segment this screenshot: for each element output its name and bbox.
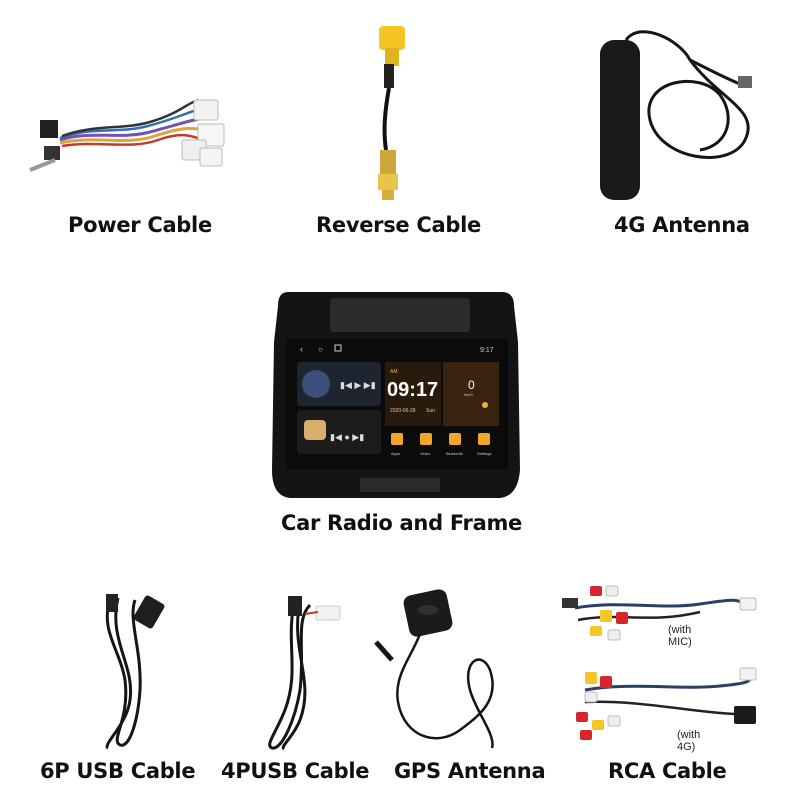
rca-cable-label: RCA Cable bbox=[608, 759, 727, 783]
svg-text:○: ○ bbox=[318, 345, 323, 354]
reverse-cable-label: Reverse Cable bbox=[316, 213, 481, 237]
rca-note-4g: (with 4G) bbox=[677, 729, 701, 753]
car-radio-label: Car Radio and Frame bbox=[281, 511, 522, 535]
svg-text:▮◀ ● ▶▮: ▮◀ ● ▶▮ bbox=[330, 432, 364, 442]
am-label: AM bbox=[390, 369, 398, 375]
clock-day: Sun bbox=[426, 408, 435, 414]
speed-unit: km/h bbox=[464, 392, 473, 397]
power-cable-label: Power Cable bbox=[68, 213, 212, 237]
app-apps: Apps bbox=[391, 451, 400, 456]
antenna-4g-label: 4G Antenna bbox=[614, 213, 750, 237]
usb-4p-label: 4PUSB Cable bbox=[221, 759, 370, 783]
app-video: Video bbox=[420, 451, 431, 456]
gps-antenna-label: GPS Antenna bbox=[394, 759, 546, 783]
svg-text:▮◀ ▶ ▶▮: ▮◀ ▶ ▶▮ bbox=[340, 380, 376, 390]
clock-date: 2020-06-28 bbox=[390, 408, 416, 414]
clock-time: 09:17 bbox=[387, 379, 438, 401]
app-settings: Settings bbox=[477, 451, 491, 456]
speed-value: 0 bbox=[468, 378, 475, 392]
svg-text:‹: ‹ bbox=[300, 344, 303, 354]
app-bluetooth: Bluetooth bbox=[446, 451, 463, 456]
usb-6p-label: 6P USB Cable bbox=[40, 759, 196, 783]
rca-note-mic: (with MIC) bbox=[668, 624, 692, 648]
status-time: 9:17 bbox=[480, 347, 494, 354]
